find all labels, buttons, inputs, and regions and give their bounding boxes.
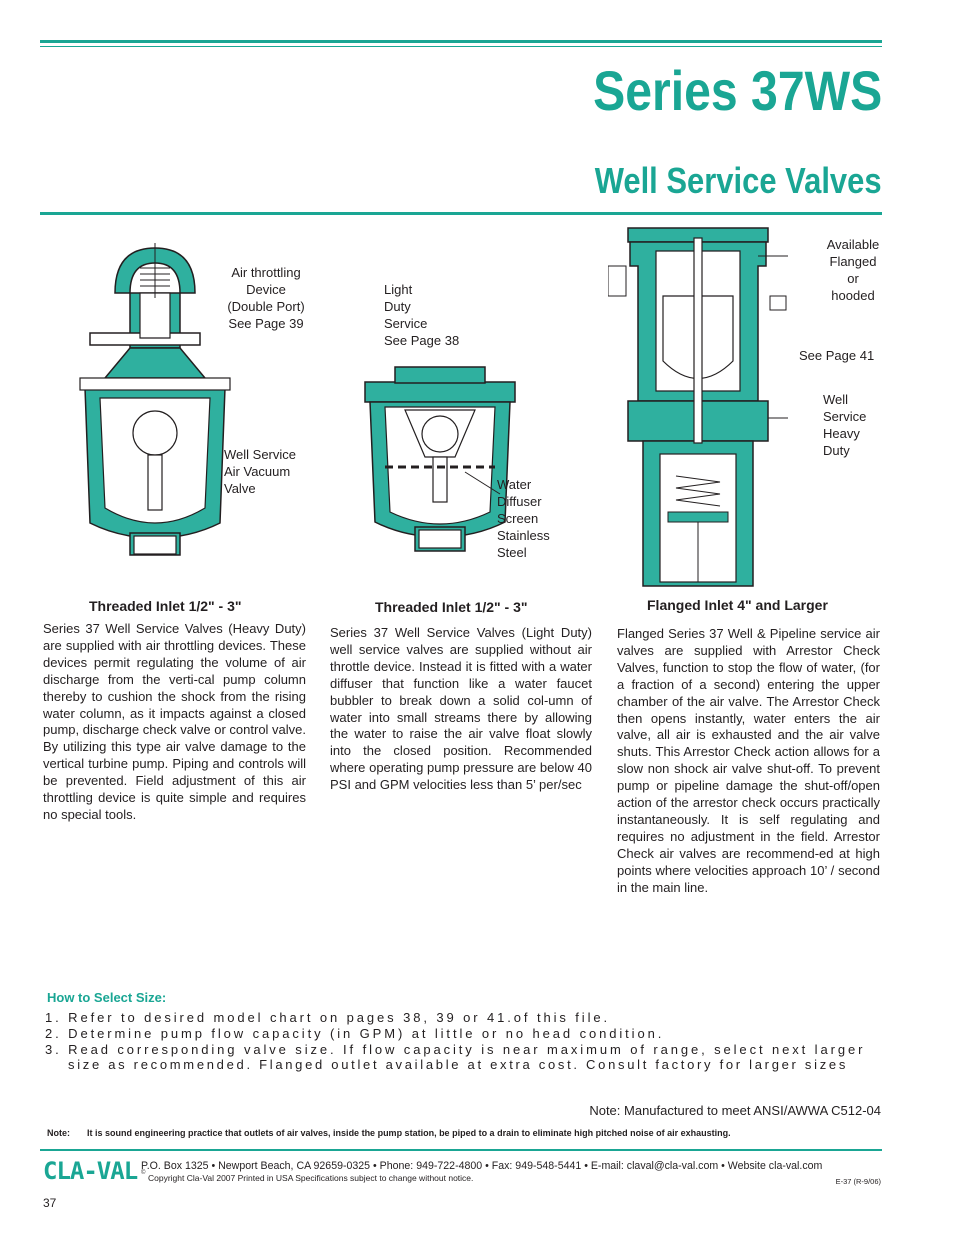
callout-light-duty: Light Duty Service See Page 38 (384, 282, 460, 348)
column-heading-light: Threaded Inlet 1/2" - 3" (375, 599, 528, 615)
select-step-3: 3. Read corresponding valve size. If flo… (45, 1042, 866, 1057)
callout-air-vacuum: Well Service Air Vacuum Valve (224, 447, 297, 496)
callout-diffuser: Water Diffuser Screen Stainless Steel (497, 477, 550, 560)
column-text-light: Series 37 Well Service Valves (Light Dut… (330, 625, 592, 793)
standard-note: Note: Manufactured to meet ANSI/AWWA C51… (589, 1103, 881, 1118)
select-step-1: 1. Refer to desired model chart on pages… (45, 1010, 611, 1025)
select-step-2: 2. Determine pump flow capacity (in GPM)… (45, 1026, 665, 1041)
footer-copyright-mark: © (141, 1170, 146, 1176)
callout-heavy-duty: Well Service Heavy Duty (823, 392, 867, 458)
valve-illustration-light-duty (364, 366, 516, 552)
footer-rule (40, 1149, 882, 1151)
page-subtitle: Well Service Valves (595, 160, 882, 201)
footer-address: P.O. Box 1325 • Newport Beach, CA 92659-… (141, 1160, 823, 1172)
column-heading-flanged: Flanged Inlet 4" and Larger (647, 597, 828, 613)
valve-illustration-flanged (608, 227, 788, 587)
callout-flanged-hooded: Available Flanged or hooded (826, 237, 880, 303)
callout-air-throttling: Air throttling Device (Double Port) See … (227, 265, 305, 331)
column-text-flanged: Flanged Series 37 Well & Pipeline servic… (617, 626, 880, 895)
callout-see-page-41: See Page 41 (799, 348, 875, 363)
select-size-heading: How to Select Size: (47, 990, 167, 1005)
footer-doc-code: E-37 (R-9/06) (835, 1177, 881, 1186)
drain-note-text: It is sound engineering practice that ou… (87, 1128, 731, 1138)
header-rule-top-thin (40, 46, 882, 47)
drain-note-label: Note: (47, 1128, 70, 1138)
select-step-3-cont: size as recommended. Flanged outlet avai… (68, 1057, 849, 1072)
header-rule-top (40, 40, 882, 43)
valve-illustration-heavy-duty (79, 243, 231, 556)
footer-copyright: Copyright Cla-Val 2007 Printed in USA Sp… (148, 1173, 474, 1183)
column-text-heavy: Series 37 Well Service Valves (Heavy Dut… (43, 621, 307, 822)
page-title: Series 37WS (592, 59, 882, 122)
page-number: 37 (43, 1196, 57, 1210)
footer-logo: CLA-VAL (43, 1157, 138, 1185)
header-rule-bottom (40, 212, 882, 215)
column-heading-heavy: Threaded Inlet 1/2" - 3" (89, 598, 242, 614)
